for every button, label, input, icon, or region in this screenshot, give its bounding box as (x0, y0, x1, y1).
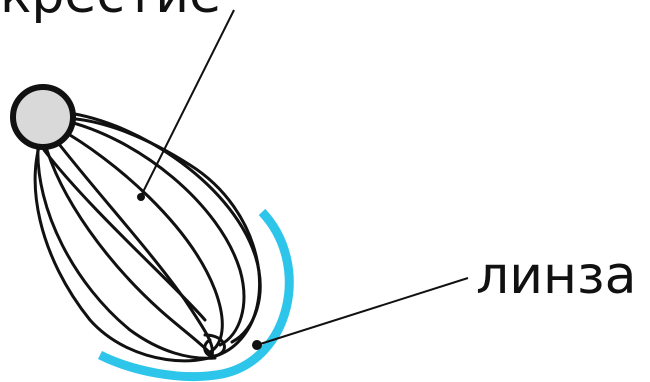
top-label: крестие (0, 0, 221, 25)
top-leader-dot (137, 193, 145, 201)
ball (13, 87, 73, 147)
lens-leader-dot (252, 340, 262, 350)
lens-label: линза (476, 246, 637, 306)
pod-rib-5 (44, 140, 212, 355)
pod-body (35, 112, 260, 361)
